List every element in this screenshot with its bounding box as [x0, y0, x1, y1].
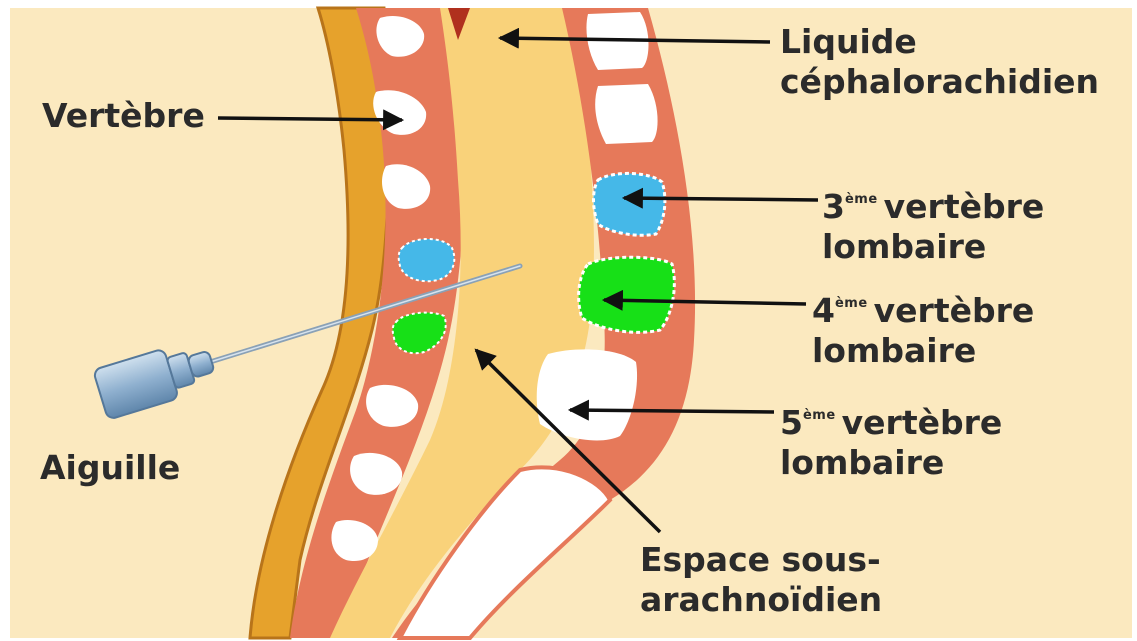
label-v3-word: vertèbre — [884, 187, 1045, 226]
label-v4-sup: ème — [835, 296, 868, 311]
label-vertebre-lombaire-3: 3ème vertèbre lombaire — [822, 180, 1044, 267]
label-liquide-line1: Liquide — [780, 22, 1099, 62]
arrow-v3 — [624, 198, 818, 200]
label-v3-line2: lombaire — [822, 227, 1044, 267]
label-v5-sup: ème — [803, 408, 836, 423]
label-v4-line2: lombaire — [812, 331, 1034, 371]
vertebra-l4 — [579, 257, 675, 332]
label-aiguille: Aiguille — [40, 448, 180, 488]
label-espace-sous-arachnoidien: Espace sous- arachnoïdien — [640, 540, 882, 620]
label-v3-sup: ème — [845, 192, 878, 207]
label-vertebre: Vertèbre — [42, 96, 205, 136]
label-v4-num: 4 — [812, 291, 835, 330]
label-v5-word: vertèbre — [842, 403, 1003, 442]
label-espace-line1: Espace sous- — [640, 540, 882, 580]
label-vertebre-lombaire-5: 5ème vertèbre lombaire — [780, 396, 1002, 483]
label-espace-line2: arachnoïdien — [640, 580, 882, 620]
arrow-vertebre — [218, 118, 402, 120]
vertebra-l3 — [594, 173, 665, 235]
label-liquide-line2: céphalorachidien — [780, 62, 1099, 102]
label-v4-word: vertèbre — [874, 291, 1035, 330]
posterior-l3 — [399, 239, 455, 281]
label-v3-num: 3 — [822, 187, 845, 226]
arrow-v5 — [570, 410, 774, 412]
label-v5-num: 5 — [780, 403, 803, 442]
label-liquide-cephalorachidien: Liquide céphalorachidien — [780, 22, 1099, 102]
label-vertebre-lombaire-4: 4ème vertèbre lombaire — [812, 284, 1034, 371]
label-v5-line2: lombaire — [780, 443, 1002, 483]
